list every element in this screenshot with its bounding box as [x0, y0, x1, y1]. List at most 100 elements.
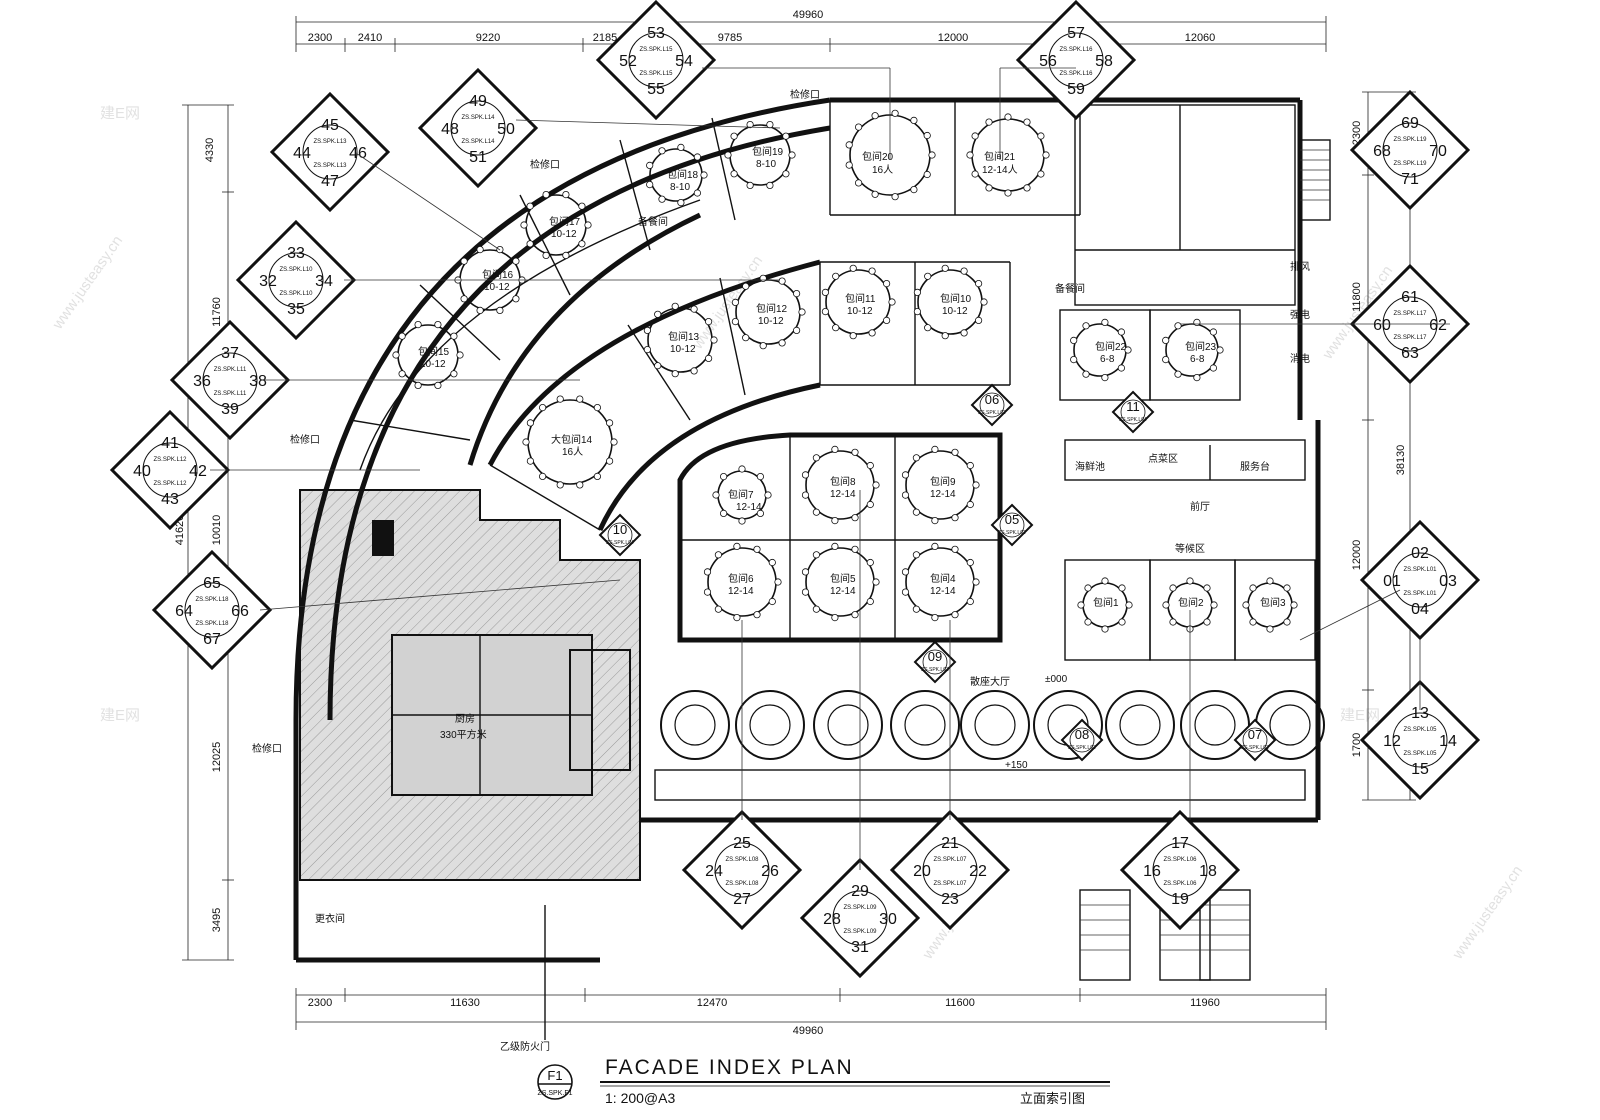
title-symbol: F1 — [547, 1068, 562, 1083]
marker-number: 08 — [1075, 727, 1089, 742]
kitchen-area: 厨房 330平方米 — [299, 489, 641, 881]
diamond-number: 22 — [969, 863, 987, 880]
diamond-code: ZS.SPK.L05 — [1403, 751, 1437, 757]
room-cap: 10-12 — [551, 229, 577, 240]
diamond-number: 47 — [321, 173, 339, 190]
diamond-number: 51 — [469, 149, 487, 166]
dim-left: 10010 — [211, 515, 223, 546]
diamond-number: 66 — [231, 603, 249, 620]
drawing-scale: 1: 200@A3 — [605, 1090, 675, 1106]
diamond-number: 55 — [647, 81, 665, 98]
hall-booth-table — [813, 690, 883, 760]
title-block: F1 ZS.SPK.F1 FACADE INDEX PLAN 1: 200@A3… — [537, 1056, 1110, 1106]
round-table — [1077, 577, 1133, 633]
diamond-code: ZS.SPK.L15 — [639, 47, 673, 53]
room-cap: 12-14 — [930, 489, 956, 500]
marker-code: ZS.SPK.L04 — [606, 540, 634, 546]
room-cap: 12-14 — [930, 586, 956, 597]
diamond-number: 63 — [1401, 345, 1419, 362]
diamond-number: 18 — [1199, 863, 1217, 880]
room-cap: 12-14 — [830, 586, 856, 597]
dimension-left: 4330 11760 10010 41620 12025 3495 — [174, 104, 234, 961]
round-table — [821, 264, 896, 340]
diamond-code: ZS.SPK.L11 — [214, 391, 247, 397]
diamond-code: ZS.SPK.L09 — [843, 905, 877, 911]
storage-label: 备餐间 — [1055, 282, 1085, 295]
room-name: 包间18 — [667, 168, 699, 181]
room-cap: 10-12 — [942, 306, 968, 317]
right-rooms — [1059, 104, 1316, 661]
marker-code: ZS.SPK.L03 — [1068, 745, 1096, 751]
marker-number: 05 — [1005, 512, 1019, 527]
elevation-label: ±000 — [1045, 674, 1068, 685]
marker-code: ZS.SPK.L02 — [998, 530, 1026, 536]
watermark-layer: www.justeasy.cn www.justeasy.cn www.just… — [49, 105, 1526, 963]
diamond-code: ZS.SPK.L18 — [195, 597, 229, 603]
fire-label: 消电 — [1290, 352, 1310, 365]
waiting-area-label: 等候区 — [1175, 542, 1205, 555]
diamond-code: ZS.SPK.L12 — [153, 457, 187, 463]
watermark-brand: 建E网 — [1340, 707, 1380, 724]
dim-bottom-seg: 12470 — [697, 997, 728, 1009]
lobby-label: 前厅 — [1190, 500, 1210, 513]
diamond-number: 64 — [175, 603, 193, 620]
diamond-number: 01 — [1383, 573, 1401, 590]
room-name: 包间17 — [549, 215, 581, 228]
dim-bottom-seg: 11960 — [1190, 997, 1220, 1009]
escalators — [1079, 139, 1331, 981]
diamond-number: 19 — [1171, 891, 1189, 908]
round-table — [1070, 318, 1132, 382]
diamond-number: 40 — [133, 463, 151, 480]
room-name: 包间22 — [1095, 340, 1127, 353]
diamond-number: 04 — [1411, 601, 1429, 618]
round-table — [913, 264, 988, 340]
room-cap: 10-12 — [670, 344, 696, 355]
diamond-code: ZS.SPK.L16 — [1059, 47, 1093, 53]
room-name: 包间10 — [940, 292, 972, 305]
room-cap: 6-8 — [1190, 354, 1205, 365]
diamond-number: 38 — [249, 373, 267, 390]
dimension-top: 49960 2300 2410 9220 2185 9785 12000 120… — [295, 9, 1327, 52]
diamond-number: 54 — [675, 53, 693, 70]
diamond-number: 25 — [733, 835, 751, 852]
diamond-code: ZS.SPK.L08 — [725, 881, 759, 887]
diamond-number: 23 — [941, 891, 959, 908]
diamond-code: ZS.SPK.L10 — [279, 291, 313, 297]
diamond-code: ZS.SPK.L17 — [1393, 335, 1427, 341]
room-cap: 10-12 — [758, 316, 784, 327]
room-name: 包间6 — [728, 572, 754, 585]
service-access-label: 检修口 — [790, 88, 820, 101]
room-cap: 12-14 — [736, 502, 762, 513]
dim-top-seg: 2185 — [593, 32, 617, 44]
room-name: 包间1 — [1093, 596, 1119, 609]
diamond-number: 02 — [1411, 545, 1429, 562]
diamond-number: 29 — [851, 883, 869, 900]
diamond-number: 12 — [1383, 733, 1401, 750]
room-name: 包间12 — [756, 302, 788, 315]
diamond-number: 21 — [941, 835, 959, 852]
dim-top-seg: 12000 — [938, 32, 969, 44]
diamond-number: 53 — [647, 25, 665, 42]
dim-top-seg: 2410 — [358, 32, 382, 44]
diamond-number: 67 — [203, 631, 221, 648]
diamond-number: 13 — [1411, 705, 1429, 722]
room-cap: 10-12 — [847, 306, 873, 317]
fire-door-label: 乙级防火门 — [500, 1040, 550, 1053]
round-table — [901, 445, 980, 525]
room-cap: 8-10 — [670, 182, 690, 193]
room-name: 包间8 — [830, 475, 856, 488]
diamond-number: 62 — [1429, 317, 1447, 334]
diamond-code: ZS.SPK.L11 — [214, 367, 247, 373]
room-name: 包间7 — [728, 488, 754, 501]
marker-number: 09 — [928, 649, 942, 664]
dim-right: 2300 — [1351, 121, 1363, 145]
